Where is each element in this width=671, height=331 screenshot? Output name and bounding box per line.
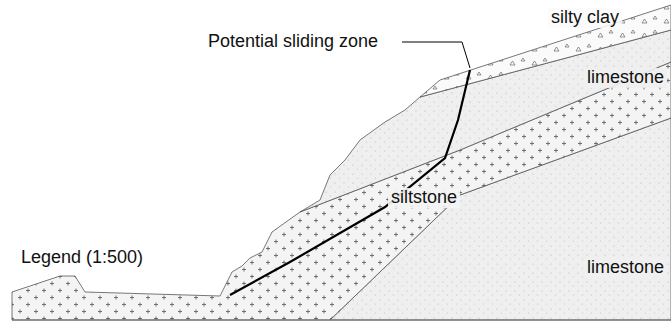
silty-clay-layer [420, 5, 671, 97]
upper-limestone [300, 30, 671, 212]
layer-name: limestone [584, 258, 667, 278]
layer-name: siltstone [388, 188, 460, 208]
base-line [12, 320, 671, 321]
scale-note: Legend (1:500) [18, 248, 146, 268]
sliding-zone [230, 70, 470, 295]
layer-name: limestone [584, 68, 667, 88]
leader-line [402, 42, 470, 68]
layer-name: silty clay [548, 8, 622, 28]
callout-label: Potential sliding zone [205, 32, 381, 52]
